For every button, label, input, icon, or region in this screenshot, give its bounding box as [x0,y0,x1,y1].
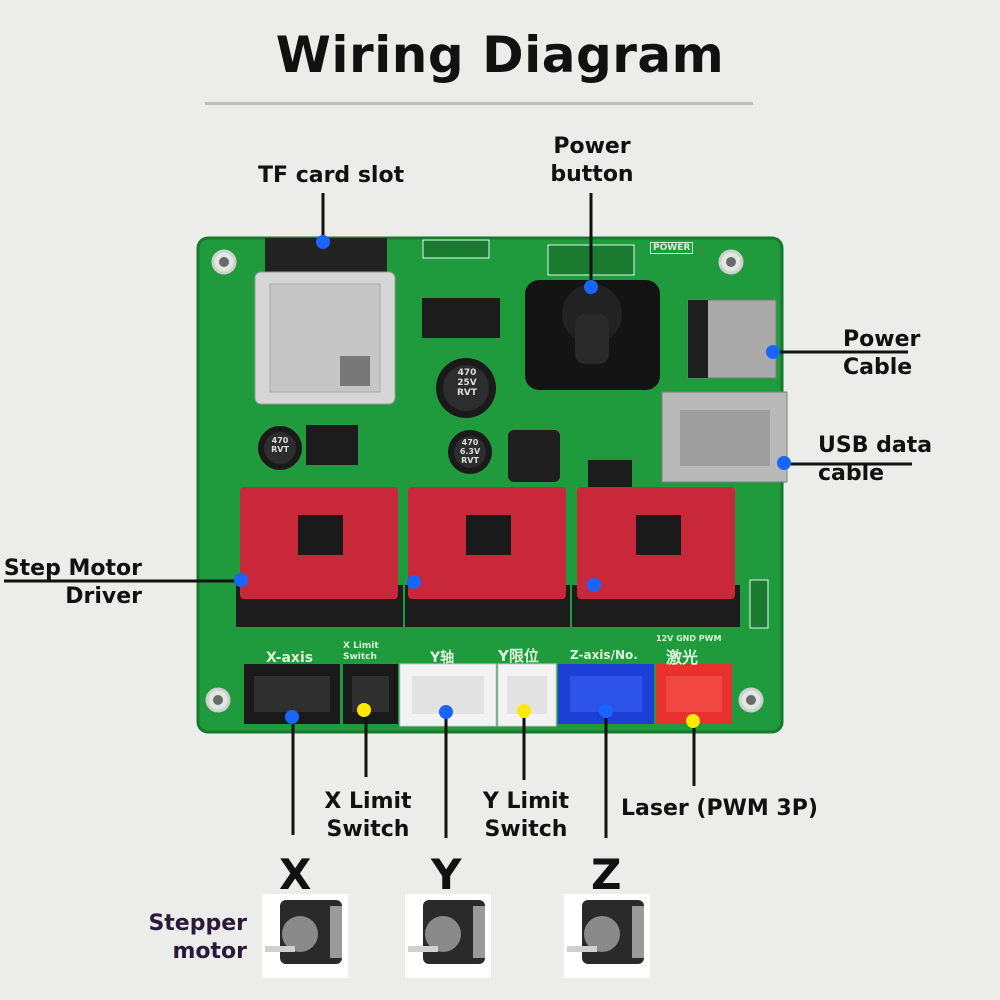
capacitor-1-label: 470 25V RVT [456,368,478,398]
page-title: Wiring Diagram [275,26,725,84]
leader-lines [4,193,912,838]
step-driver-z [572,487,740,627]
capacitor-3 [258,426,302,470]
ic-chip-mid [306,425,358,465]
ic-chip-top [422,298,500,338]
ic-chip-right [588,460,632,490]
header-right [749,579,769,629]
axis-label-x: X [279,850,312,899]
silk-power-tag: POWER [650,242,694,254]
silk-x-axis: X-axis [266,650,314,666]
axis-label-y: Y [431,850,462,899]
capacitor-3-label: 470 RVT [271,436,289,454]
stepper-motor-z [564,894,650,978]
capacitor-1 [436,358,496,418]
silk-laser-pins: 12V GND PWM [656,634,722,643]
inductor [508,430,560,482]
esp32-module [254,271,396,405]
stepper-motor-x [262,894,348,978]
silk-y-axis: Y轴 [430,650,455,666]
marker-dots-yellow [357,703,700,728]
title-divider [205,102,753,105]
header-top [422,239,490,259]
silk-z-axis: Z-axis/No. [570,648,638,662]
capacitor-2 [448,430,492,474]
axis-label-z: Z [591,850,622,899]
silk-y-limit: Y限位 [498,647,539,665]
step-driver-y [405,487,570,627]
silk-laser: 激光 [666,648,699,667]
label-tf-card-slot: TF card slot [258,163,405,188]
power-button [525,280,660,390]
step-driver-x [236,487,403,627]
capacitor-2-label: 470 6.3V RVT [459,438,481,465]
stepper-motor-y [405,894,491,978]
label-laser: Laser (PWM 3P) [621,796,818,821]
marker-dots-blue [234,235,791,724]
